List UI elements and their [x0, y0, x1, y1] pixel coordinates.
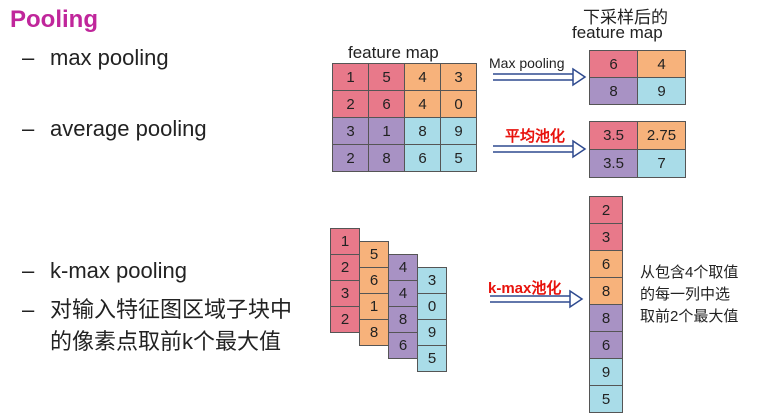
kmax-result-cell: 9	[589, 358, 623, 386]
kmax-result-cell: 5	[589, 385, 623, 413]
feature-map-cell: 8	[404, 117, 441, 145]
feature-map-cell: 5	[440, 144, 477, 172]
bullet-average-pooling: –average pooling	[22, 116, 207, 142]
kmax-input-cell: 3	[330, 280, 360, 307]
kmax-input-cell: 1	[359, 293, 389, 320]
bullet-dash: –	[22, 116, 35, 141]
kmax-input-cell: 2	[330, 254, 360, 281]
kmax-result-cell: 8	[589, 277, 623, 305]
kmax-input-cell: 4	[388, 280, 418, 307]
bullet-dash: –	[22, 45, 35, 70]
bullet-dash: –	[22, 297, 35, 322]
kmax-result-cell: 6	[589, 250, 623, 278]
bullet-max-pooling: –max pooling	[22, 45, 169, 71]
page-title: Pooling	[10, 6, 98, 33]
feature-map-label: feature map	[348, 43, 439, 62]
kmax-result-cell: 3	[589, 223, 623, 251]
max-pooling-result-cell: 9	[637, 77, 686, 105]
bullet-dash: –	[22, 258, 35, 283]
kmax-result-cell: 6	[589, 331, 623, 359]
kmax-note: 从包含4个取值 的每一列中选 取前2个最大值	[640, 262, 738, 328]
kmax-pooling-arrow-label: k-max池化	[488, 280, 562, 297]
average-pooling-arrow-label: 平均池化	[505, 128, 566, 145]
kmax-result-cell: 2	[589, 196, 623, 224]
feature-map-cell: 4	[404, 63, 441, 91]
bullet-text: average pooling	[50, 116, 207, 141]
kmax-input-cell: 5	[417, 345, 447, 372]
arrow-average-pooling	[493, 139, 587, 159]
kmax-input-cell: 1	[330, 228, 360, 255]
kmax-input-cell: 4	[388, 254, 418, 281]
bullet-text: 对输入特征图区域子块中	[50, 297, 293, 322]
kmax-result-cell: 8	[589, 304, 623, 332]
kmax-input-cell: 8	[388, 306, 418, 333]
feature-map-cell: 2	[332, 144, 369, 172]
bullet-kmax-pooling: –k-max pooling	[22, 258, 187, 284]
kmax-input-cell: 9	[417, 319, 447, 346]
kmax-input-cell: 6	[359, 267, 389, 294]
kmax-input-cell: 3	[417, 267, 447, 294]
average-pooling-result-cell: 2.75	[637, 121, 686, 150]
kmax-input-cell: 0	[417, 293, 447, 320]
kmax-input-cell: 8	[359, 319, 389, 346]
feature-map-cell: 9	[440, 117, 477, 145]
max-pooling-arrow-label: Max pooling	[489, 55, 565, 71]
feature-map-cell: 0	[440, 90, 477, 118]
average-pooling-result-cell: 7	[637, 149, 686, 178]
kmax-input-cell: 5	[359, 241, 389, 268]
kmax-input-cell: 2	[330, 306, 360, 333]
downsampled-label-line1: 下采样后的	[583, 8, 668, 27]
feature-map-cell: 3	[332, 117, 369, 145]
feature-map-cell: 1	[368, 117, 405, 145]
arrow-kmax-pooling	[490, 289, 584, 309]
feature-map-cell: 6	[404, 144, 441, 172]
kmax-note-line: 从包含4个取值	[640, 264, 739, 281]
downsampled-label-line2: feature map	[572, 23, 663, 42]
kmax-input-cell: 6	[388, 332, 418, 359]
bullet-text: max pooling	[50, 45, 169, 70]
arrow-max-pooling	[493, 67, 587, 87]
bullet-kmax-description: –对输入特征图区域子块中	[22, 292, 292, 324]
feature-map-cell: 8	[368, 144, 405, 172]
bullet-text: k-max pooling	[50, 258, 187, 283]
bullet-kmax-description-cont: 的像素点取前k个最大值	[50, 329, 282, 354]
kmax-note-line: 取前2个最大值	[640, 308, 739, 325]
kmax-note-line: 的每一列中选	[640, 286, 731, 303]
max-pooling-result-cell: 4	[637, 50, 686, 78]
